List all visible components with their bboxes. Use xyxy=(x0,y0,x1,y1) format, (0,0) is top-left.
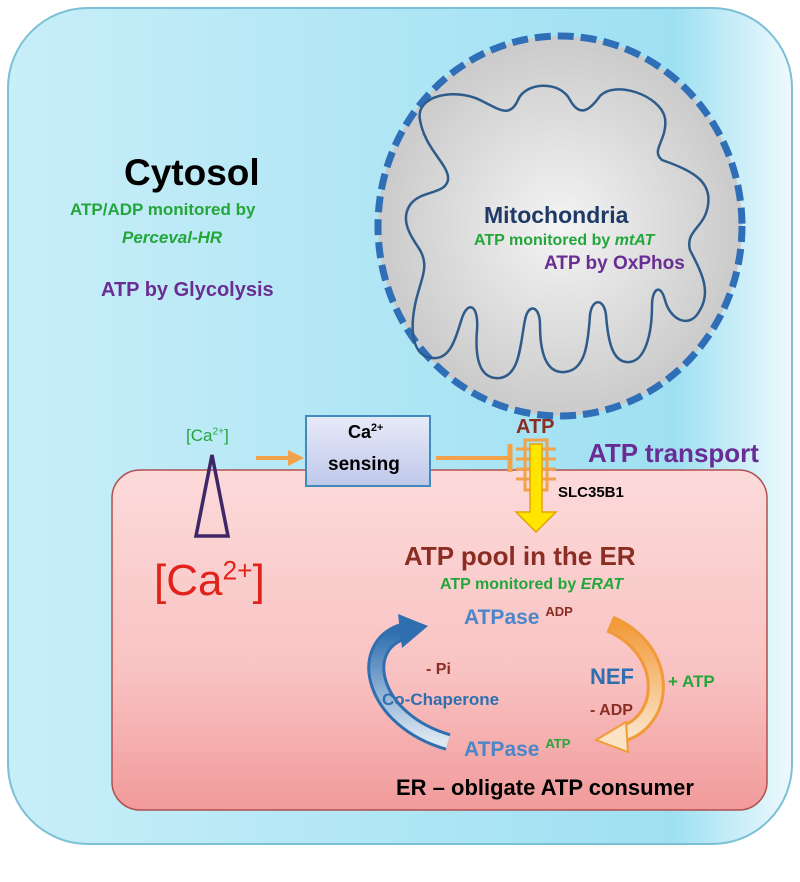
atpase-bottom-name: ATPase xyxy=(464,738,540,761)
er-atp-pool-title: ATP pool in the ER xyxy=(404,541,636,571)
cytosol-title: Cytosol xyxy=(124,152,260,193)
nef-label: NEF xyxy=(590,664,634,689)
cytosolic-calcium-label: [Ca2+] xyxy=(186,426,229,446)
sensing-inhibition-line xyxy=(436,444,513,472)
atp-transport-label: ATP transport xyxy=(588,438,759,468)
cytosol-atp-source: ATP by Glycolysis xyxy=(101,279,274,301)
er-calcium-label: [Ca2+] xyxy=(154,556,265,606)
mitochondria-monitor-prefix: ATP monitored by xyxy=(474,232,615,249)
cytosol-monitor-line1: ATP/ADP monitored by xyxy=(70,200,256,219)
atpase-top-name: ATPase xyxy=(464,606,540,629)
er-calcium-base: [Ca xyxy=(154,556,223,605)
er-monitor: ATP monitored by ERAT xyxy=(440,576,623,594)
atp-transport-arrow xyxy=(514,443,558,534)
atpase-top-nucleotide: ADP xyxy=(545,604,573,619)
atpase-bottom-nucleotide: ATP xyxy=(545,736,571,751)
cytosol-monitor-sensor: Perceval-HR xyxy=(122,228,223,247)
mitochondria-monitor-sensor: mtAT xyxy=(614,232,655,249)
mitochondrion xyxy=(374,32,746,420)
cytosolic-calcium-base: [Ca xyxy=(186,426,213,445)
mitochondria-atp-source: ATP by OxPhos xyxy=(544,253,685,274)
sensing-ca-base: Ca xyxy=(348,422,372,442)
sensing-line1: Ca2+ xyxy=(348,422,383,443)
mitochondria-monitor: ATP monitored by mtAT xyxy=(474,232,654,250)
plus-atp-label: + ATP xyxy=(668,672,715,691)
minus-adp-label: - ADP xyxy=(590,702,633,719)
nef-cycle-arrow xyxy=(593,615,665,754)
er-calcium-close: ] xyxy=(252,556,265,605)
sensing-ca-charge: 2+ xyxy=(371,422,384,434)
sensing-line2: sensing xyxy=(328,454,400,475)
slc35b1-label: SLC35B1 xyxy=(558,484,624,501)
mitochondrial-cristae xyxy=(404,84,710,380)
minus-pi-label: - Pi xyxy=(426,661,451,678)
er-monitor-sensor: ERAT xyxy=(580,576,624,593)
mitochondria-title: Mitochondria xyxy=(484,202,629,228)
atpase-atp-label: ATPase ATP xyxy=(464,736,571,762)
er-footer-label: ER – obligate ATP consumer xyxy=(396,775,694,800)
calcium-sensing-box xyxy=(305,415,431,487)
cytosolic-calcium-close: ] xyxy=(224,426,229,445)
cochaperone-label: Co-Chaperone xyxy=(382,690,500,709)
calcium-to-sensing-arrow xyxy=(256,450,304,466)
er-calcium-charge: 2+ xyxy=(222,555,253,586)
atpase-adp-label: ATPase ADP xyxy=(464,604,573,630)
er-compartment xyxy=(111,469,768,811)
transport-atp-label: ATP xyxy=(516,416,555,438)
er-monitor-prefix: ATP monitored by xyxy=(440,576,581,593)
calcium-gradient-triangle xyxy=(193,454,231,538)
cochaperone-cycle-arrow xyxy=(367,614,451,751)
cytosolic-calcium-charge: 2+ xyxy=(212,426,225,438)
